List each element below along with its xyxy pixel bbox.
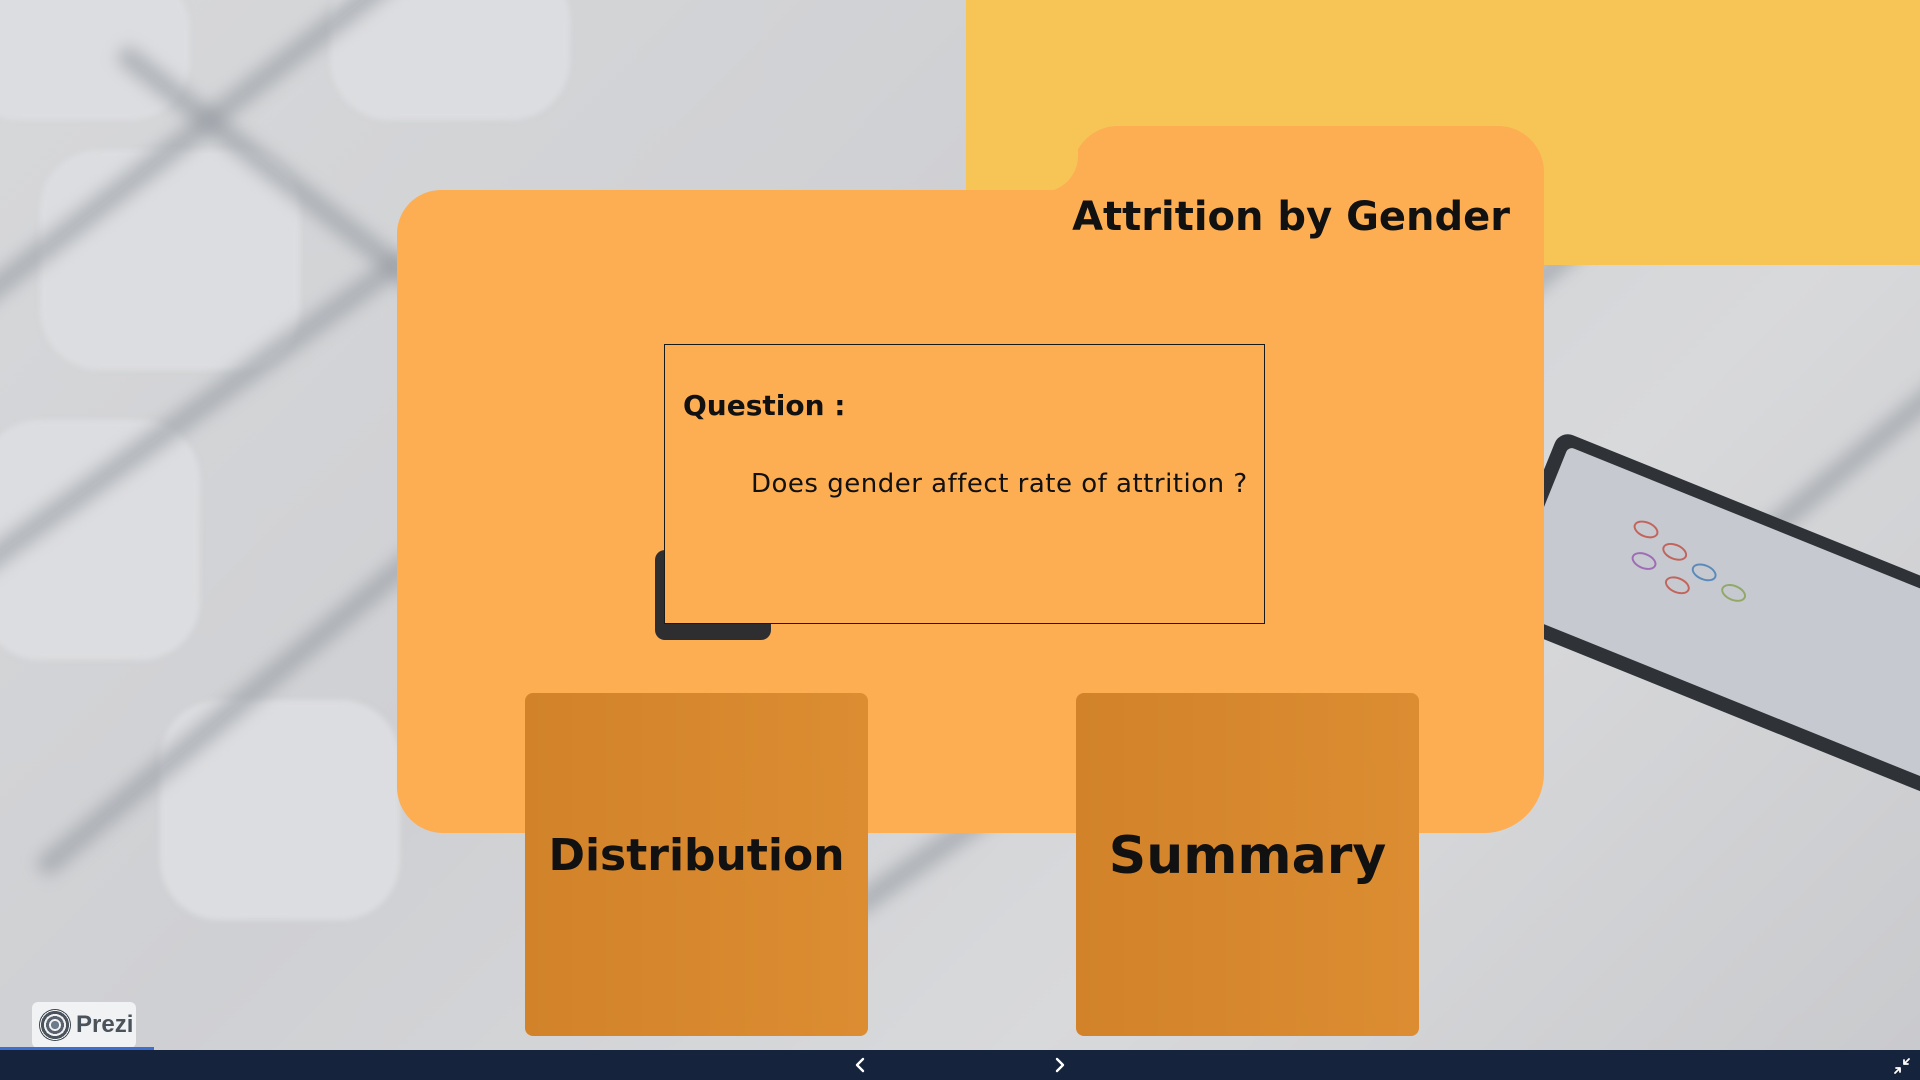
slide-title: Attrition by Gender [1072, 194, 1510, 240]
progress-indicator [0, 1047, 154, 1050]
prezi-logo-icon [39, 1009, 71, 1041]
summary-card[interactable]: Summary [1076, 693, 1419, 1036]
tablet-photo [1485, 430, 1920, 811]
distribution-card[interactable]: Distribution [525, 693, 868, 1036]
chevron-right-icon [1055, 1057, 1065, 1073]
question-text: Does gender affect rate of attrition ? [751, 469, 1248, 499]
chevron-left-icon [855, 1057, 865, 1073]
next-step-button[interactable] [1045, 1050, 1075, 1080]
previous-step-button[interactable] [845, 1050, 875, 1080]
bottom-navigation-bar [0, 1050, 1920, 1080]
distribution-card-label: Distribution [548, 830, 845, 881]
prezi-logo-text: Prezi [76, 1011, 134, 1038]
prezi-logo-button[interactable]: Prezi [32, 1002, 136, 1048]
summary-card-label: Summary [1108, 825, 1387, 886]
question-box: Question : Does gender affect rate of at… [664, 344, 1265, 624]
folder-notch [1038, 150, 1078, 192]
exit-fullscreen-icon [1894, 1058, 1910, 1074]
question-label: Question : [683, 389, 846, 422]
exit-fullscreen-button[interactable] [1892, 1056, 1912, 1076]
